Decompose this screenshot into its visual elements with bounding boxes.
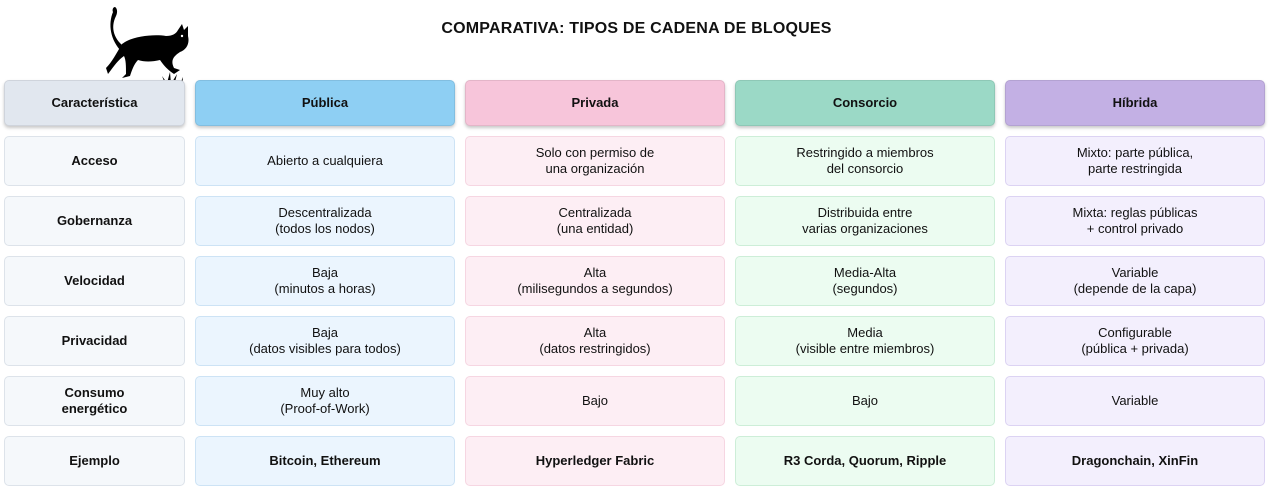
header-privada: Privada: [465, 80, 725, 126]
cell-ejemplo-publica: Bitcoin, Ethereum: [195, 436, 455, 486]
cat-icon: [106, 7, 189, 87]
cell-acceso-privada: Solo con permiso de una organización: [465, 136, 725, 186]
cell-ejemplo-consorcio: R3 Corda, Quorum, Ripple: [735, 436, 995, 486]
header-publica: Pública: [195, 80, 455, 126]
row-label-acceso: Acceso: [4, 136, 185, 186]
row-label-consumo: Consumo energético: [4, 376, 185, 426]
cell-gobernanza-privada: Centralizada (una entidad): [465, 196, 725, 246]
cell-gobernanza-publica: Descentralizada (todos los nodos): [195, 196, 455, 246]
cell-consumo-hibrida: Variable: [1005, 376, 1265, 426]
cell-gobernanza-consorcio: Distribuida entre varias organizaciones: [735, 196, 995, 246]
header-hibrida: Híbrida: [1005, 80, 1265, 126]
cell-ejemplo-hibrida: Dragonchain, XinFin: [1005, 436, 1265, 486]
cell-consumo-consorcio: Bajo: [735, 376, 995, 426]
cell-acceso-hibrida: Mixto: parte pública, parte restringida: [1005, 136, 1265, 186]
row-label-privacidad: Privacidad: [4, 316, 185, 366]
comparison-table: Característica Pública Privada Consorcio…: [4, 80, 1265, 486]
cell-privacidad-privada: Alta (datos restringidos): [465, 316, 725, 366]
cell-ejemplo-privada: Hyperledger Fabric: [465, 436, 725, 486]
cell-velocidad-consorcio: Media-Alta (segundos): [735, 256, 995, 306]
cell-velocidad-privada: Alta (milisegundos a segundos): [465, 256, 725, 306]
page-title: COMPARATIVA: TIPOS DE CADENA DE BLOQUES: [441, 20, 832, 37]
cell-gobernanza-hibrida: Mixta: reglas públicas + control privado: [1005, 196, 1265, 246]
cell-acceso-consorcio: Restringido a miembros del consorcio: [735, 136, 995, 186]
row-label-velocidad: Velocidad: [4, 256, 185, 306]
cell-velocidad-publica: Baja (minutos a horas): [195, 256, 455, 306]
cell-privacidad-hibrida: Configurable (pública + privada): [1005, 316, 1265, 366]
row-label-gobernanza: Gobernanza: [4, 196, 185, 246]
cell-privacidad-consorcio: Media (visible entre miembros): [735, 316, 995, 366]
row-label-ejemplo: Ejemplo: [4, 436, 185, 486]
header-caracteristica: Característica: [4, 80, 185, 126]
cell-consumo-privada: Bajo: [465, 376, 725, 426]
cell-consumo-publica: Muy alto (Proof-of-Work): [195, 376, 455, 426]
cell-velocidad-hibrida: Variable (depende de la capa): [1005, 256, 1265, 306]
cell-acceso-publica: Abierto a cualquiera: [195, 136, 455, 186]
header-consorcio: Consorcio: [735, 80, 995, 126]
cell-privacidad-publica: Baja (datos visibles para todos): [195, 316, 455, 366]
